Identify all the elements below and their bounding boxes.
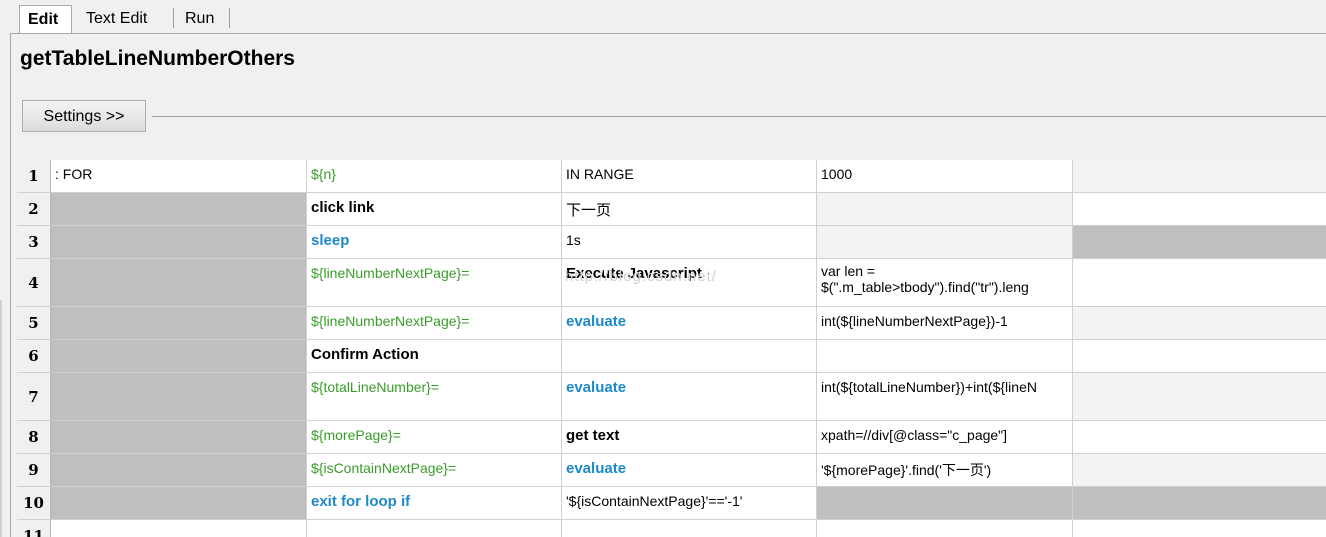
table-cell[interactable]: ${lineNumberNextPage}= (307, 259, 562, 306)
table-cell[interactable] (562, 340, 817, 372)
table-cell[interactable] (817, 193, 1073, 225)
left-border (0, 300, 2, 537)
table-cell[interactable] (51, 226, 307, 258)
table-row: 7 ${totalLineNumber}= evaluate int(${tot… (17, 373, 1326, 421)
table-cell[interactable]: Confirm Action (307, 340, 562, 372)
table-row: 8 ${morePage}= get text xpath=//div[@cla… (17, 421, 1326, 454)
table-cell[interactable] (307, 520, 562, 537)
tab-text-edit[interactable]: Text Edit (86, 10, 148, 27)
table-cell[interactable]: IN RANGE (562, 160, 817, 192)
table-cell[interactable]: ${isContainNextPage}= (307, 454, 562, 486)
table-row: 3 sleep 1s (17, 226, 1326, 259)
table-row: 5 ${lineNumberNextPage}= evaluate int(${… (17, 307, 1326, 340)
table-cell[interactable]: evaluate (562, 307, 817, 339)
table-cell[interactable] (1073, 454, 1326, 486)
row-number[interactable]: 3 (17, 226, 51, 258)
watermark: http://blog.csdn.net/ (565, 268, 717, 285)
table-cell[interactable]: Execute Javascript (562, 259, 817, 306)
row-number[interactable]: 11 (17, 520, 51, 537)
table-cell[interactable]: 下一页 (562, 193, 817, 225)
table-cell[interactable]: 1s (562, 226, 817, 258)
table-cell[interactable]: '${isContainNextPage}'=='-1' (562, 487, 817, 519)
table-row: 6 Confirm Action (17, 340, 1326, 373)
table-row: 4 ${lineNumberNextPage}= Execute Javascr… (17, 259, 1326, 307)
table-cell[interactable]: int(${totalLineNumber})+int(${lineN (817, 373, 1073, 420)
page-title: getTableLineNumberOthers (20, 47, 295, 70)
table-cell[interactable] (1073, 160, 1326, 192)
row-number[interactable]: 8 (17, 421, 51, 453)
row-number[interactable]: 6 (17, 340, 51, 372)
table-cell[interactable]: : FOR (51, 160, 307, 192)
table-cell[interactable] (1073, 259, 1326, 306)
tab-bar: Edit Text Edit Run (0, 0, 1326, 34)
table-row: 11 (17, 520, 1326, 537)
table-cell[interactable]: exit for loop if (307, 487, 562, 519)
row-number[interactable]: 1 (17, 160, 51, 192)
table-cell[interactable] (817, 340, 1073, 372)
table-cell[interactable]: sleep (307, 226, 562, 258)
table-cell[interactable]: int(${lineNumberNextPage})-1 (817, 307, 1073, 339)
table-row: 9 ${isContainNextPage}= evaluate '${more… (17, 454, 1326, 487)
table-cell[interactable] (51, 421, 307, 453)
table-cell[interactable] (51, 340, 307, 372)
table-cell[interactable] (1073, 226, 1326, 258)
table-cell[interactable]: '${morePage}'.find('下一页') (817, 454, 1073, 486)
table-cell[interactable] (817, 226, 1073, 258)
table-cell[interactable]: var len = $(".m_table>tbody").find("tr")… (817, 259, 1073, 306)
table-cell[interactable]: ${lineNumberNextPage}= (307, 307, 562, 339)
table-cell[interactable] (51, 193, 307, 225)
table-cell[interactable] (1073, 487, 1326, 519)
table-cell[interactable] (51, 520, 307, 537)
table-cell[interactable] (51, 454, 307, 486)
table-cell[interactable] (51, 259, 307, 306)
table-cell[interactable] (1073, 340, 1326, 372)
table-cell[interactable] (1073, 421, 1326, 453)
table-cell[interactable] (1073, 307, 1326, 339)
tab-separator (173, 8, 174, 28)
tab-separator (229, 8, 230, 28)
table-row: 10 exit for loop if '${isContainNextPage… (17, 487, 1326, 520)
tab-run[interactable]: Run (185, 10, 215, 27)
settings-divider (152, 116, 1326, 117)
table-cell[interactable]: evaluate (562, 454, 817, 486)
settings-button[interactable]: Settings >> (22, 100, 146, 132)
table-cell[interactable]: xpath=//div[@class="c_page"] (817, 421, 1073, 453)
row-number[interactable]: 9 (17, 454, 51, 486)
table-cell[interactable]: ${morePage}= (307, 421, 562, 453)
table-cell[interactable]: ${totalLineNumber}= (307, 373, 562, 420)
table-cell[interactable] (1073, 193, 1326, 225)
row-number[interactable]: 4 (17, 259, 51, 306)
tab-edit[interactable]: Edit (19, 5, 72, 33)
row-number[interactable]: 7 (17, 373, 51, 420)
table-cell[interactable] (51, 373, 307, 420)
table-cell[interactable] (51, 487, 307, 519)
table-cell[interactable] (562, 520, 817, 537)
table-cell[interactable]: get text (562, 421, 817, 453)
table-cell[interactable] (51, 307, 307, 339)
table-row: 2 click link 下一页 (17, 193, 1326, 226)
keyword-table: 1 : FOR ${n} IN RANGE 1000 2 click link … (17, 160, 1326, 537)
table-cell[interactable]: click link (307, 193, 562, 225)
table-cell[interactable]: evaluate (562, 373, 817, 420)
table-cell[interactable] (817, 520, 1073, 537)
table-cell[interactable] (817, 487, 1073, 519)
row-number[interactable]: 5 (17, 307, 51, 339)
row-number[interactable]: 2 (17, 193, 51, 225)
table-cell[interactable] (1073, 520, 1326, 537)
row-number[interactable]: 10 (17, 487, 51, 519)
table-cell[interactable]: ${n} (307, 160, 562, 192)
table-cell[interactable]: 1000 (817, 160, 1073, 192)
table-row: 1 : FOR ${n} IN RANGE 1000 (17, 160, 1326, 193)
table-cell[interactable] (1073, 373, 1326, 420)
